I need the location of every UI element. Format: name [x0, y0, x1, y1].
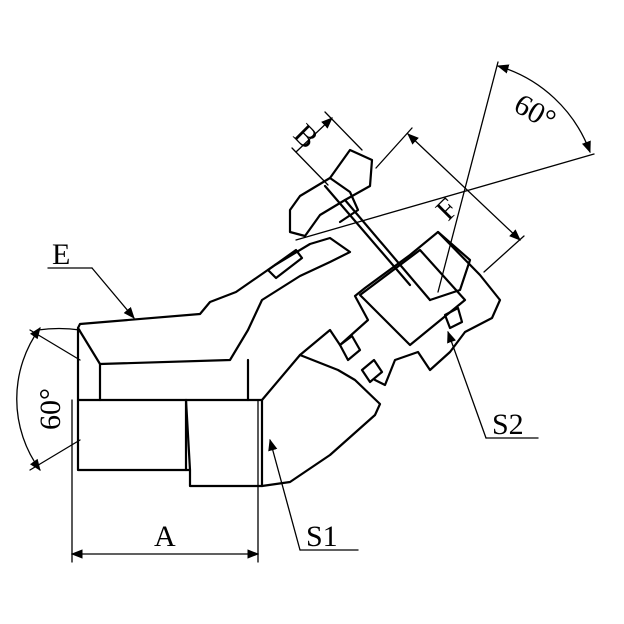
- label-e-leader: E: [47, 238, 135, 319]
- label-s2: S2: [492, 408, 524, 441]
- dimension-f: F: [375, 127, 525, 273]
- male-thread-end: [76, 236, 382, 488]
- label-e: E: [52, 238, 70, 271]
- dimension-a: A: [70, 399, 260, 563]
- label-s1: S1: [306, 520, 338, 553]
- angle-right: 60°: [295, 61, 595, 293]
- label-s1-leader: S1: [268, 438, 359, 553]
- elbow-body: [266, 148, 502, 387]
- angle-left-label: 60°: [34, 388, 67, 430]
- angle-right-label: 60°: [509, 87, 562, 137]
- label-s2-leader: S2: [447, 330, 539, 441]
- dimension-b: B: [287, 111, 363, 186]
- dimension-a-label: A: [154, 520, 176, 553]
- angle-left: 60°: [16, 327, 81, 471]
